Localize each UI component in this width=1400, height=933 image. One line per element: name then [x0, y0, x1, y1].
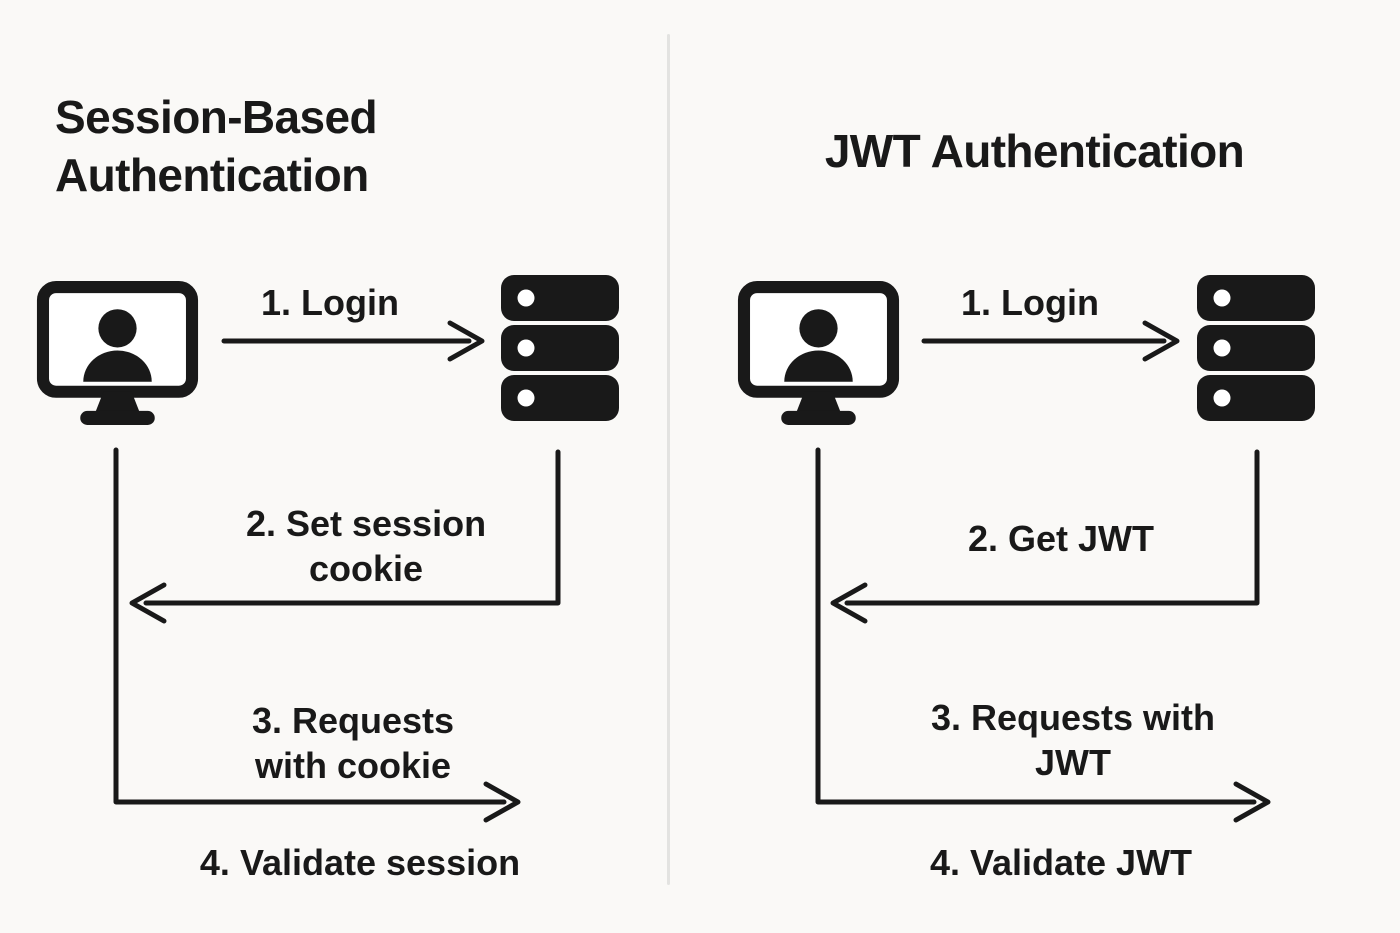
arrow-session-step1-login [221, 320, 485, 362]
panel-title: Session-Based Authentication [55, 90, 378, 201]
step-label-login: 1. Login [961, 282, 1099, 323]
step-label-requests-cookie: 3. Requests with cookie [251, 700, 455, 786]
panel-title: JWT Authentication [824, 124, 1245, 177]
step-label-set-cookie: 2. Set session cookie [245, 503, 487, 589]
step-label-validate-session: 4. Validate session [199, 842, 521, 883]
step-label-validate-jwt: 4. Validate JWT [929, 842, 1193, 883]
server-stack-icon [501, 275, 619, 421]
step-label-get-jwt: 2. Get JWT [967, 518, 1155, 559]
step-label-login: 1. Login [261, 282, 399, 323]
step-label-requests-jwt: 3. Requests with JWT [930, 697, 1216, 783]
panel-divider-line [667, 34, 670, 885]
arrow-jwt-step1-login [921, 320, 1180, 362]
monitor-user-icon [737, 281, 900, 427]
monitor-user-icon [36, 281, 199, 427]
server-stack-icon [1197, 275, 1315, 421]
